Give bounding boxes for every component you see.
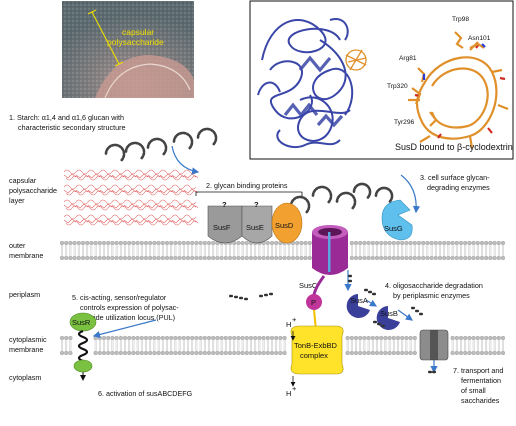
structure-caption: SusD bound to β-cyclodextrin bbox=[395, 142, 513, 152]
susf-protein: SusF ? bbox=[207, 200, 243, 244]
outer-membrane bbox=[59, 240, 506, 261]
step5-line2: controls expression of polysac- bbox=[80, 303, 179, 312]
tonb-label-1: TonB-ExbBD bbox=[294, 341, 338, 350]
capsule-layer bbox=[63, 169, 199, 226]
susb-protein: SusB bbox=[376, 306, 400, 330]
residue-trp320: Trp320 bbox=[387, 83, 408, 90]
inner-membrane bbox=[59, 335, 506, 356]
residue-sticks bbox=[411, 31, 486, 127]
susd-ribbon bbox=[257, 18, 354, 149]
layer-cytoplasmic-1: cytoplasmic bbox=[9, 335, 47, 344]
step7-line1: 7. transport and bbox=[453, 366, 503, 375]
hplus-top: H bbox=[286, 320, 291, 329]
starch-glucans bbox=[104, 127, 394, 214]
layer-periplasm: periplasm bbox=[9, 290, 40, 299]
step3-line2: degrading enzymes bbox=[427, 183, 490, 192]
step5-line1: 5. cis-acting, sensor/regulator bbox=[72, 293, 167, 302]
susg-protein: SusG bbox=[381, 199, 413, 241]
step7-line3: of small bbox=[461, 386, 486, 395]
residue-tyr296: Tyr296 bbox=[394, 119, 414, 126]
susf-unknown: ? bbox=[222, 200, 227, 209]
susb-label: SusB bbox=[380, 309, 398, 318]
residue-arg81: Arg81 bbox=[399, 55, 417, 62]
step1-line1: 1. Starch: α1,4 and α1,6 glucan with bbox=[9, 113, 124, 122]
layer-cytoplasm: cytoplasm bbox=[9, 373, 41, 382]
hplus-bottom-sup: + bbox=[292, 384, 297, 393]
micrograph-label-2: polysaccharide bbox=[107, 37, 164, 47]
residue-asn101: Asn101 bbox=[468, 35, 491, 42]
p-label: P bbox=[311, 298, 316, 307]
micrograph-label-1: capsular bbox=[122, 27, 154, 37]
step1-line2: characteristic secondary structure bbox=[18, 123, 125, 132]
suse-unknown: ? bbox=[254, 200, 259, 209]
process-arrows bbox=[92, 145, 438, 374]
transporter bbox=[419, 329, 449, 361]
step7-line2: fermentation bbox=[461, 376, 501, 385]
susr-protein: SusR bbox=[69, 312, 97, 373]
suse-protein: SusE ? bbox=[241, 200, 273, 244]
step2-label: 2. glycan binding proteins bbox=[206, 181, 288, 190]
oligosaccharide-fragments bbox=[229, 274, 436, 374]
step3-line1: 3. cell surface glycan- bbox=[420, 173, 490, 182]
step4-line1: 4. oligosaccharide degradation bbox=[385, 281, 483, 290]
susc-barrel: SusC bbox=[299, 225, 348, 290]
suse-label: SusE bbox=[246, 223, 264, 232]
step6-label: 6. activation of susABCDEFG bbox=[98, 389, 193, 398]
susf-label: SusF bbox=[213, 223, 231, 232]
layer-cytoplasmic-2: membrane bbox=[9, 345, 43, 354]
layer-capsular-1: capsular bbox=[9, 176, 37, 185]
tonb-label-2: complex bbox=[300, 351, 328, 360]
structure-panel: Trp98 Asn101 Arg81 Trp320 Tyr296 SusD bo… bbox=[249, 0, 514, 160]
step5-line3: charide utilization locus (PUL) bbox=[80, 313, 175, 322]
susa-label: SusA bbox=[350, 296, 368, 305]
susa-protein: SusA bbox=[346, 294, 370, 318]
layer-outer-1: outer bbox=[9, 241, 26, 250]
susd-label: SusD bbox=[275, 221, 294, 230]
step7-line4: saccharides bbox=[461, 396, 500, 405]
tonb-complex: TonB-ExbBD complex H + H + bbox=[286, 315, 344, 398]
hplus-top-sup: + bbox=[292, 315, 297, 324]
hplus-bottom: H bbox=[286, 389, 291, 398]
susr-label: SusR bbox=[72, 318, 91, 327]
susg-label: SusG bbox=[384, 224, 403, 233]
layer-capsular-3: layer bbox=[9, 196, 25, 205]
layer-capsular-2: polysaccharide bbox=[9, 186, 57, 195]
ligand-small bbox=[345, 49, 367, 71]
layer-outer-2: membrane bbox=[9, 251, 43, 260]
micrograph: capsular polysaccharide bbox=[62, 1, 194, 99]
susd-protein: SusD bbox=[271, 202, 303, 244]
step4-line2: by periplasmic enzymes bbox=[393, 291, 470, 300]
tonb-plug: P bbox=[306, 275, 326, 331]
layer-labels: capsular polysaccharide layer outer memb… bbox=[9, 176, 57, 382]
susc-label: SusC bbox=[299, 281, 318, 290]
residue-trp98: Trp98 bbox=[452, 16, 469, 23]
